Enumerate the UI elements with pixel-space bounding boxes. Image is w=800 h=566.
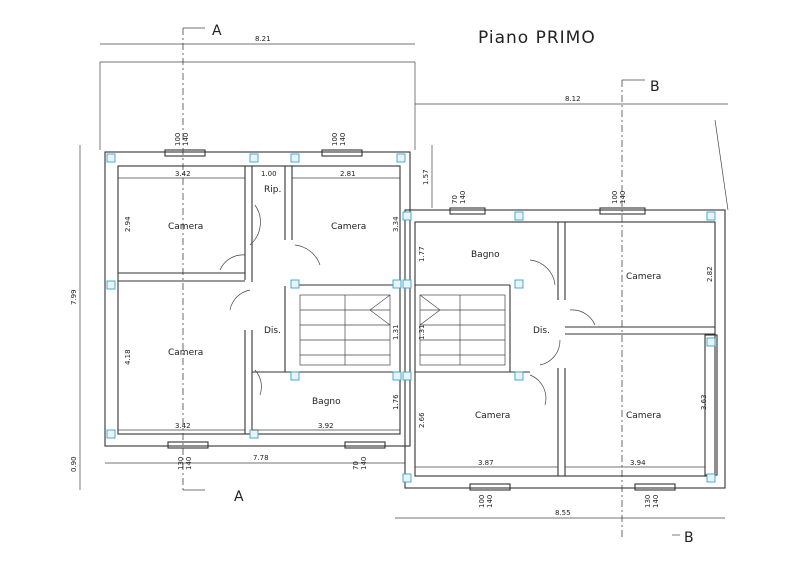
dim-cam6-w: 3.94 [630,459,646,467]
dim-left-height: 7.99 [70,289,78,305]
room-ripostiglio: Rip. [264,185,281,195]
outer-dimensions: 8.21 8.12 7.99 0.90 7.78 8.55 1.57 [70,35,729,519]
room-dis-1: Dis. [264,326,281,336]
dim-top-left: 8.21 [255,35,271,43]
left-block [104,149,411,449]
win-7a: 100 [478,495,486,508]
room-bagno-1: Bagno [312,397,341,407]
section-a-top: A [212,23,222,39]
room-camera-3: Camera [168,348,203,358]
win-6a: 70 [352,461,360,470]
dim-bagno2-h: 1.77 [418,246,426,262]
dim-stair-1: 1.31 [392,324,400,340]
structural-columns [106,153,716,483]
dim-cam1-w: 3.42 [175,170,191,178]
win-1a: 100 [174,133,182,146]
window-labels: 100 140 100 140 70 140 100 140 130 140 7… [174,133,660,508]
room-camera-6: Camera [626,411,661,421]
dim-cam6-h: 3.63 [700,394,708,410]
room-dis-2: Dis. [533,326,550,336]
dim-bottom-right: 8.55 [555,509,571,517]
win-4b: 140 [619,191,627,204]
room-camera-1: Camera [168,222,203,232]
win-5b: 140 [185,457,193,470]
dim-cam5-h: 2.66 [418,412,426,428]
section-line-a: A A [182,23,244,505]
win-6b: 140 [360,457,368,470]
room-camera-4: Camera [626,272,661,282]
dim-right-offset: 1.57 [422,169,430,185]
section-line-b: B B [621,79,694,546]
dim-cam1-h: 2.94 [124,216,132,232]
win-8b: 140 [652,495,660,508]
room-camera-2: Camera [331,222,366,232]
win-4a: 100 [611,191,619,204]
dim-cam2-h: 3.34 [392,216,400,232]
dim-cam5-w: 3.87 [478,459,494,467]
dim-cam4-h: 2.82 [706,266,714,282]
room-bagno-2: Bagno [471,250,500,260]
dim-cam3-w: 3.42 [175,422,191,430]
dim-cam3-h: 4.18 [124,349,132,365]
win-8a: 130 [644,495,652,508]
dim-bottom-left: 7.78 [253,454,269,462]
inner-dimensions: 3.42 1.00 2.81 2.94 3.34 4.18 3.42 3.92 … [118,170,714,468]
dim-bagno-w: 3.92 [318,422,334,430]
win-2b: 140 [339,133,347,146]
win-2a: 100 [331,133,339,146]
dim-rip-w: 1.00 [261,170,277,178]
win-7b: 140 [486,495,494,508]
right-block [404,207,726,491]
section-b-top: B [650,79,660,95]
dim-stair-2: 1.31 [418,324,426,340]
section-b-bottom: B [684,530,694,546]
win-1b: 140 [182,133,190,146]
room-labels: Camera Camera Camera Camera Camera Camer… [168,185,661,421]
dim-left-bottom: 0.90 [70,456,78,472]
dim-top-right: 8.12 [565,95,581,103]
win-3a: 70 [451,195,459,204]
dim-cam2-w: 2.81 [340,170,356,178]
plan-title: Piano PRIMO [478,28,596,48]
win-3b: 140 [459,191,467,204]
dim-bagno-h: 1.76 [392,394,400,410]
room-camera-5: Camera [475,411,510,421]
section-a-bottom: A [234,489,244,505]
win-5a: 130 [177,457,185,470]
